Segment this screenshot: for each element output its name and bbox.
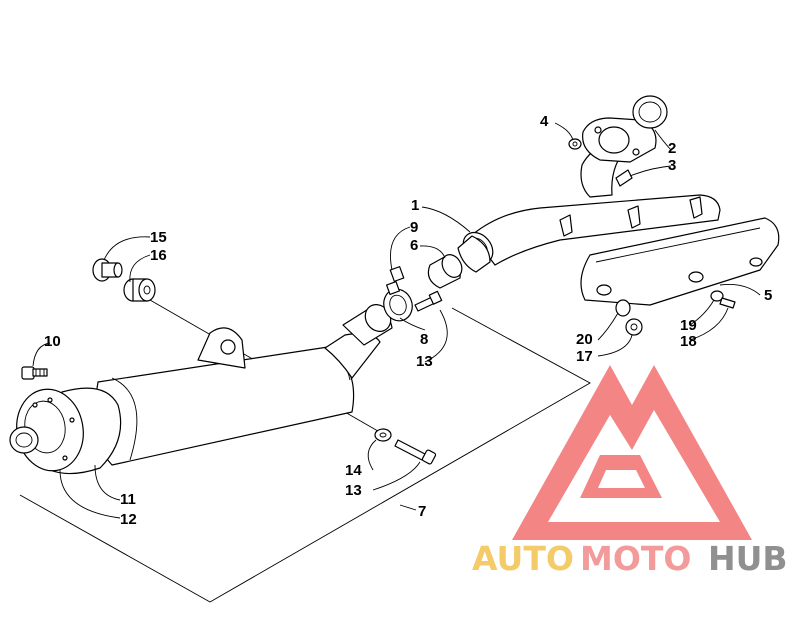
callout-1: 1	[411, 197, 419, 214]
logo-hub-text: HUB	[708, 539, 788, 578]
assembly-outline	[19, 307, 591, 603]
grommet-20	[615, 299, 631, 317]
clamp-8	[383, 266, 413, 322]
sleeve-6	[427, 254, 463, 289]
gasket-2	[632, 95, 668, 129]
bolt-10	[21, 366, 48, 380]
washer-19	[710, 290, 724, 302]
callout-5: 5	[764, 287, 772, 304]
callout-6: 6	[410, 237, 418, 254]
callout-9: 9	[410, 219, 418, 236]
callout-2: 2	[668, 140, 676, 157]
callout-labels: 1 2 3 4 5 6 7 8 9 10 11 12 13 13 14 15 1…	[44, 113, 772, 528]
callout-13-lower: 13	[345, 482, 362, 499]
spacer-17	[625, 318, 643, 336]
washer-14	[374, 428, 392, 442]
callout-16: 16	[150, 247, 167, 264]
callout-15: 15	[150, 229, 167, 246]
nut-4	[568, 138, 582, 150]
callout-4: 4	[540, 113, 549, 130]
callout-8: 8	[420, 331, 428, 348]
callout-3: 3	[668, 157, 676, 174]
muffler	[9, 304, 393, 475]
automotohub-logo: AUTO MOTO HUB	[472, 365, 788, 578]
logo-triangle-mark	[512, 365, 752, 540]
grommet-16	[123, 278, 156, 302]
callout-19: 19	[680, 317, 697, 334]
bolt-13-upper	[414, 290, 443, 312]
callout-13-upper: 13	[416, 353, 433, 370]
bolt-18	[719, 297, 736, 309]
stud-3	[615, 169, 633, 187]
callout-10: 10	[44, 333, 61, 350]
bolt-13-lower	[394, 439, 437, 465]
callout-17: 17	[576, 348, 593, 365]
callout-14: 14	[345, 462, 362, 479]
bushing-15	[92, 258, 123, 282]
callout-18: 18	[680, 333, 697, 350]
callout-7: 7	[418, 503, 426, 520]
leader-lines	[32, 122, 761, 519]
callout-12: 12	[120, 511, 137, 528]
callout-11: 11	[120, 491, 136, 508]
logo-moto-text: MOTO	[580, 539, 691, 578]
heat-shield-5	[580, 217, 780, 306]
logo-auto-text: AUTO	[472, 539, 574, 578]
flange-3	[582, 117, 657, 163]
callout-20: 20	[576, 331, 593, 348]
